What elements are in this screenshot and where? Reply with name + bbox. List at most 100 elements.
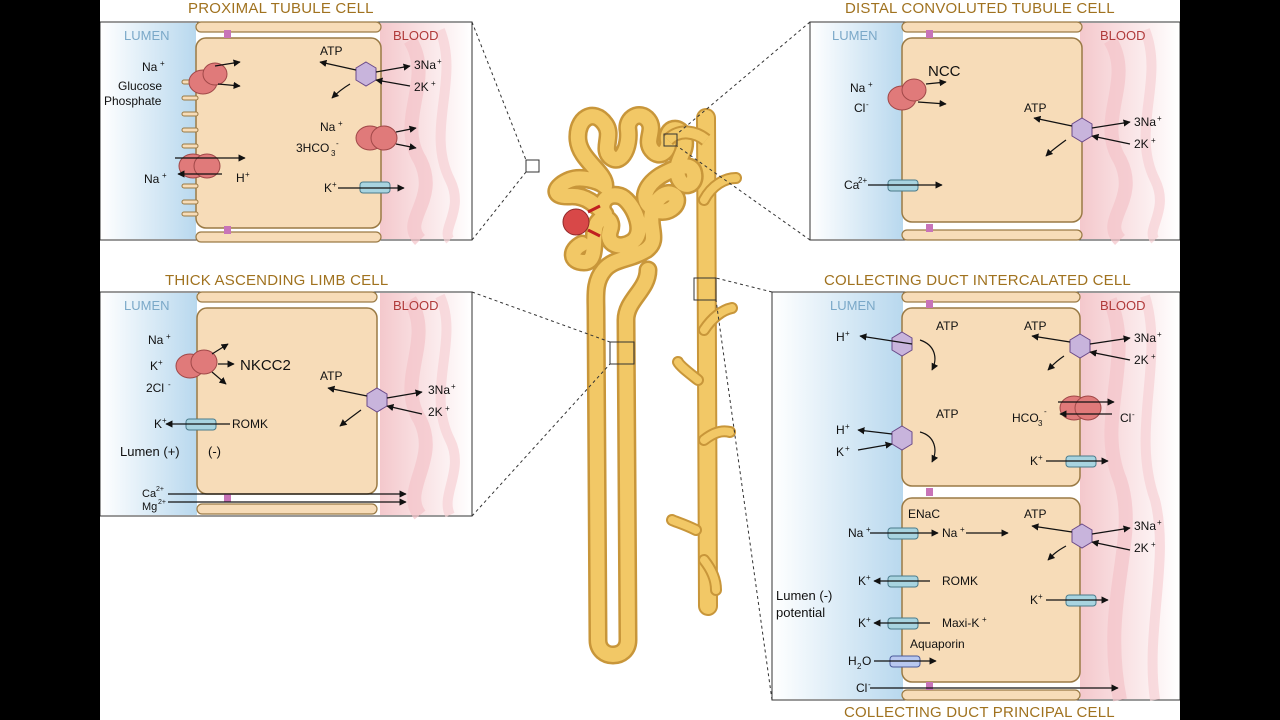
h-label: H [236, 171, 245, 185]
cell-negative-label: (-) [208, 444, 221, 459]
h2o-label: H [848, 654, 857, 668]
panel-thick-ascending-limb: LUMEN BLOOD Na + K + 2Cl - NKCC2 K + ROM… [100, 291, 473, 520]
hco3-label: HCO [1012, 411, 1039, 425]
ncc-label: NCC [928, 63, 961, 80]
tight-junction-icon [224, 494, 231, 502]
zoom-marker [663, 133, 678, 147]
svg-text:+: + [1157, 518, 1162, 527]
blood-label: BLOOD [393, 298, 439, 313]
svg-text:-: - [1044, 407, 1047, 416]
nephron-illustration [471, 21, 811, 701]
2k-label: 2K [414, 80, 429, 94]
tight-junction-icon [926, 300, 933, 308]
2cl-label: 2Cl [146, 381, 164, 395]
svg-text:+: + [158, 358, 163, 367]
hco3-label: 3HCO [296, 141, 329, 155]
svg-text:+: + [1151, 540, 1156, 549]
diagram-art: LUMEN BLOOD Na + Glucose Phosphate Na + … [100, 21, 1180, 702]
svg-text:+: + [431, 79, 436, 88]
lumen-label: LUMEN [830, 298, 876, 313]
principal-cell [901, 497, 1081, 683]
svg-text:+: + [960, 525, 965, 534]
svg-text:-: - [868, 680, 871, 689]
svg-text:+: + [845, 329, 850, 338]
nkcc2-label: NKCC2 [240, 357, 291, 374]
nbc-transporter-icon [355, 125, 398, 151]
lumen-label: LUMEN [124, 28, 170, 43]
ncc-transporter-icon [887, 78, 927, 111]
title-proximal-tubule: PROXIMAL TUBULE CELL [188, 0, 374, 17]
lumen-label: LUMEN [832, 28, 878, 43]
na-label: Na [942, 526, 958, 540]
2k-label: 2K [1134, 137, 1149, 151]
panel-proximal-tubule: LUMEN BLOOD Na + Glucose Phosphate Na + … [100, 21, 473, 245]
ca-label: Ca [142, 488, 157, 500]
svg-text:-: - [168, 380, 171, 389]
svg-text:-: - [866, 100, 869, 109]
na-k-atpase-icon [1071, 117, 1093, 143]
sglt-transporter-icon [188, 62, 228, 95]
k-label: K [836, 445, 844, 459]
k-label: K [858, 616, 866, 630]
2k-label: 2K [1134, 541, 1149, 555]
svg-text:+: + [451, 382, 456, 391]
title-principal: COLLECTING DUCT PRINCIPAL CELL [844, 704, 1115, 720]
svg-text:3: 3 [331, 149, 336, 158]
svg-text:+: + [162, 416, 167, 425]
svg-text:+: + [866, 615, 871, 624]
ca-label: Ca [844, 178, 860, 192]
na-label: Na [320, 120, 336, 134]
atp-label: ATP [320, 369, 342, 383]
intercalated-cell [901, 307, 1081, 487]
na-k-atpase-icon [366, 387, 388, 413]
atp-label: ATP [1024, 101, 1046, 115]
svg-text:2+: 2+ [156, 486, 164, 493]
atp-label: ATP [936, 407, 958, 421]
svg-text:+: + [1038, 453, 1043, 462]
atp-label: ATP [320, 44, 342, 58]
blood-label: BLOOD [1100, 28, 1146, 43]
title-thick-ascending: THICK ASCENDING LIMB CELL [165, 272, 389, 289]
cl-label: Cl [1120, 411, 1131, 425]
na-label: Na [144, 172, 160, 186]
svg-text:+: + [868, 80, 873, 89]
tight-junction-icon [224, 30, 231, 38]
svg-text:+: + [1157, 114, 1162, 123]
2k-label: 2K [428, 405, 443, 419]
tight-junction-icon [926, 224, 933, 232]
svg-text:O: O [862, 654, 871, 668]
tight-junction-icon [224, 226, 231, 234]
svg-text:+: + [437, 57, 442, 66]
h-label: H [836, 330, 845, 344]
h-atpase-icon [891, 331, 913, 357]
svg-text:+: + [162, 171, 167, 180]
svg-text:+: + [166, 332, 171, 341]
svg-text:+: + [866, 573, 871, 582]
tight-junction-icon [926, 488, 933, 496]
title-distal-tubule: DISTAL CONVOLUTED TUBULE CELL [845, 0, 1115, 17]
lumen-positive-label: Lumen (+) [120, 444, 180, 459]
svg-text:+: + [1157, 330, 1162, 339]
atp-label: ATP [1024, 507, 1046, 521]
tight-junction-icon [926, 30, 933, 38]
svg-text:-: - [1132, 410, 1135, 419]
svg-text:2+: 2+ [858, 176, 867, 185]
svg-text:+: + [332, 180, 337, 189]
lumen-negative-label: Lumen (-) [776, 588, 832, 603]
blood-label: BLOOD [1100, 298, 1146, 313]
k-label: K [154, 417, 162, 431]
3na-label: 3Na [1134, 115, 1156, 129]
svg-text:2: 2 [857, 662, 862, 671]
svg-text:2+: 2+ [158, 499, 166, 506]
na-label: Na [142, 60, 158, 74]
h-k-atpase-icon [891, 425, 913, 451]
lumen-label: LUMEN [124, 298, 170, 313]
nephron-tubule [549, 108, 702, 662]
romk-label: ROMK [232, 417, 268, 431]
svg-text:+: + [245, 170, 250, 179]
atp-label: ATP [936, 319, 958, 333]
svg-text:+: + [1151, 352, 1156, 361]
blood-label: BLOOD [393, 28, 439, 43]
svg-text:+: + [1038, 592, 1043, 601]
